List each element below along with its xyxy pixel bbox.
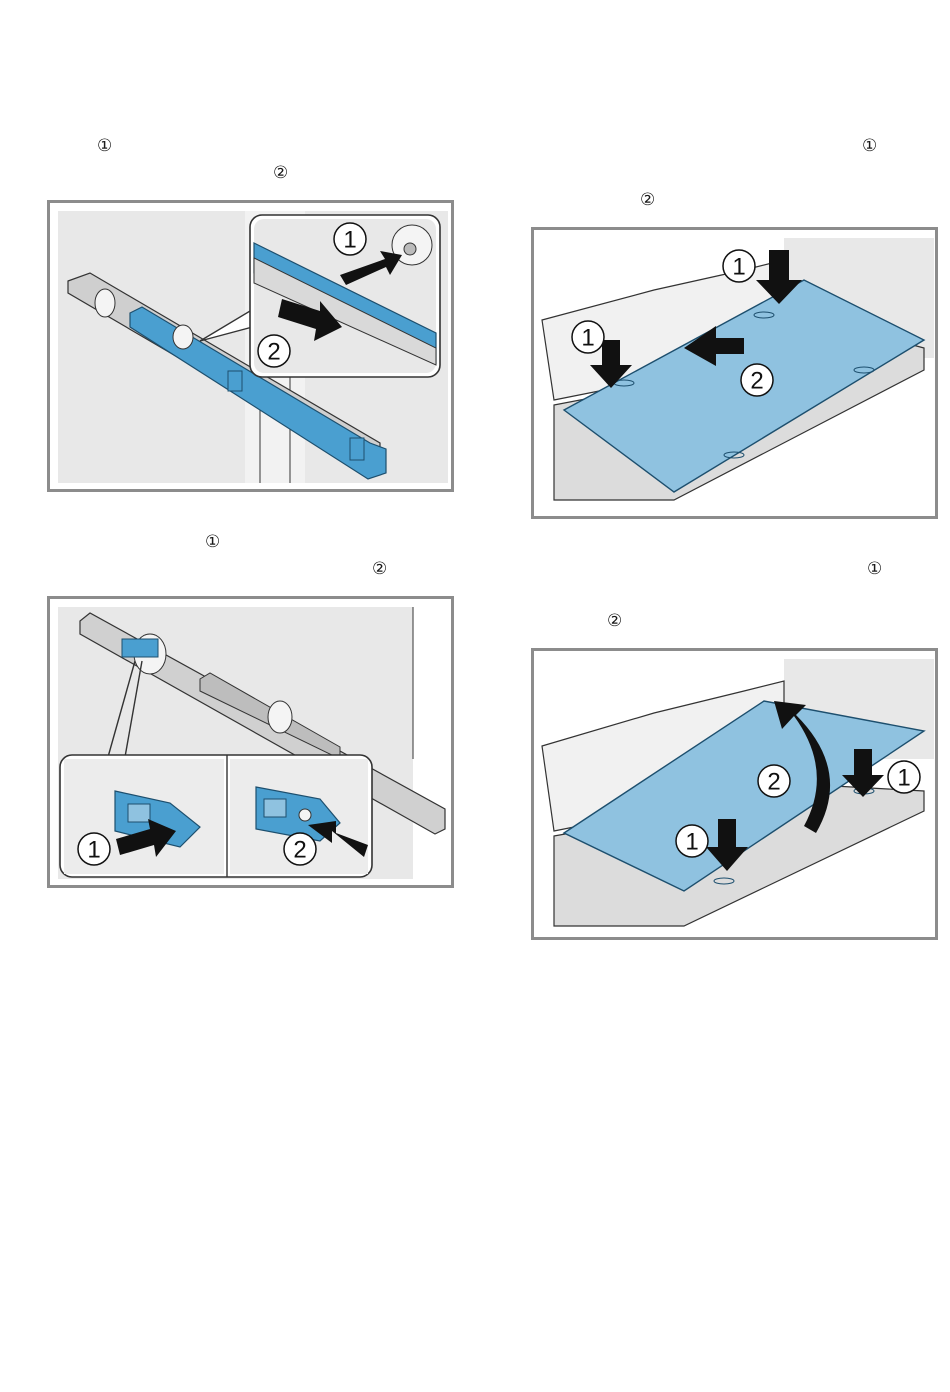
- callout-2-label: 2: [293, 837, 306, 864]
- step2-ref-1: ①: [862, 138, 877, 155]
- callout-1a-label: 1: [685, 829, 698, 856]
- step2-ref-2: ②: [640, 192, 655, 209]
- callout-1a-label: 1: [732, 254, 745, 281]
- callout-2-label: 2: [767, 769, 780, 796]
- step4-ref-2: ②: [607, 613, 622, 630]
- figure-rail-attach: 1 2: [47, 200, 454, 492]
- figure-shelf-tilt: 2 1 1: [531, 648, 938, 940]
- step4-ref-1: ①: [867, 561, 882, 578]
- step1-ref-2: ②: [273, 165, 288, 182]
- step3-ref-2: ②: [372, 561, 387, 578]
- step3-ref-1: ①: [205, 534, 220, 551]
- figure-shelf-insert: 1 1 2: [531, 227, 938, 519]
- callout-1b-label: 1: [897, 765, 910, 792]
- step1-ref-1: ①: [97, 138, 112, 155]
- callout-2-label: 2: [267, 339, 280, 366]
- callout-1-label: 1: [343, 227, 356, 254]
- callout-2-label: 2: [750, 368, 763, 395]
- figure-rail-clip: 1 2: [47, 596, 454, 888]
- callout-1-label: 1: [87, 837, 100, 864]
- callout-1b-label: 1: [581, 325, 594, 352]
